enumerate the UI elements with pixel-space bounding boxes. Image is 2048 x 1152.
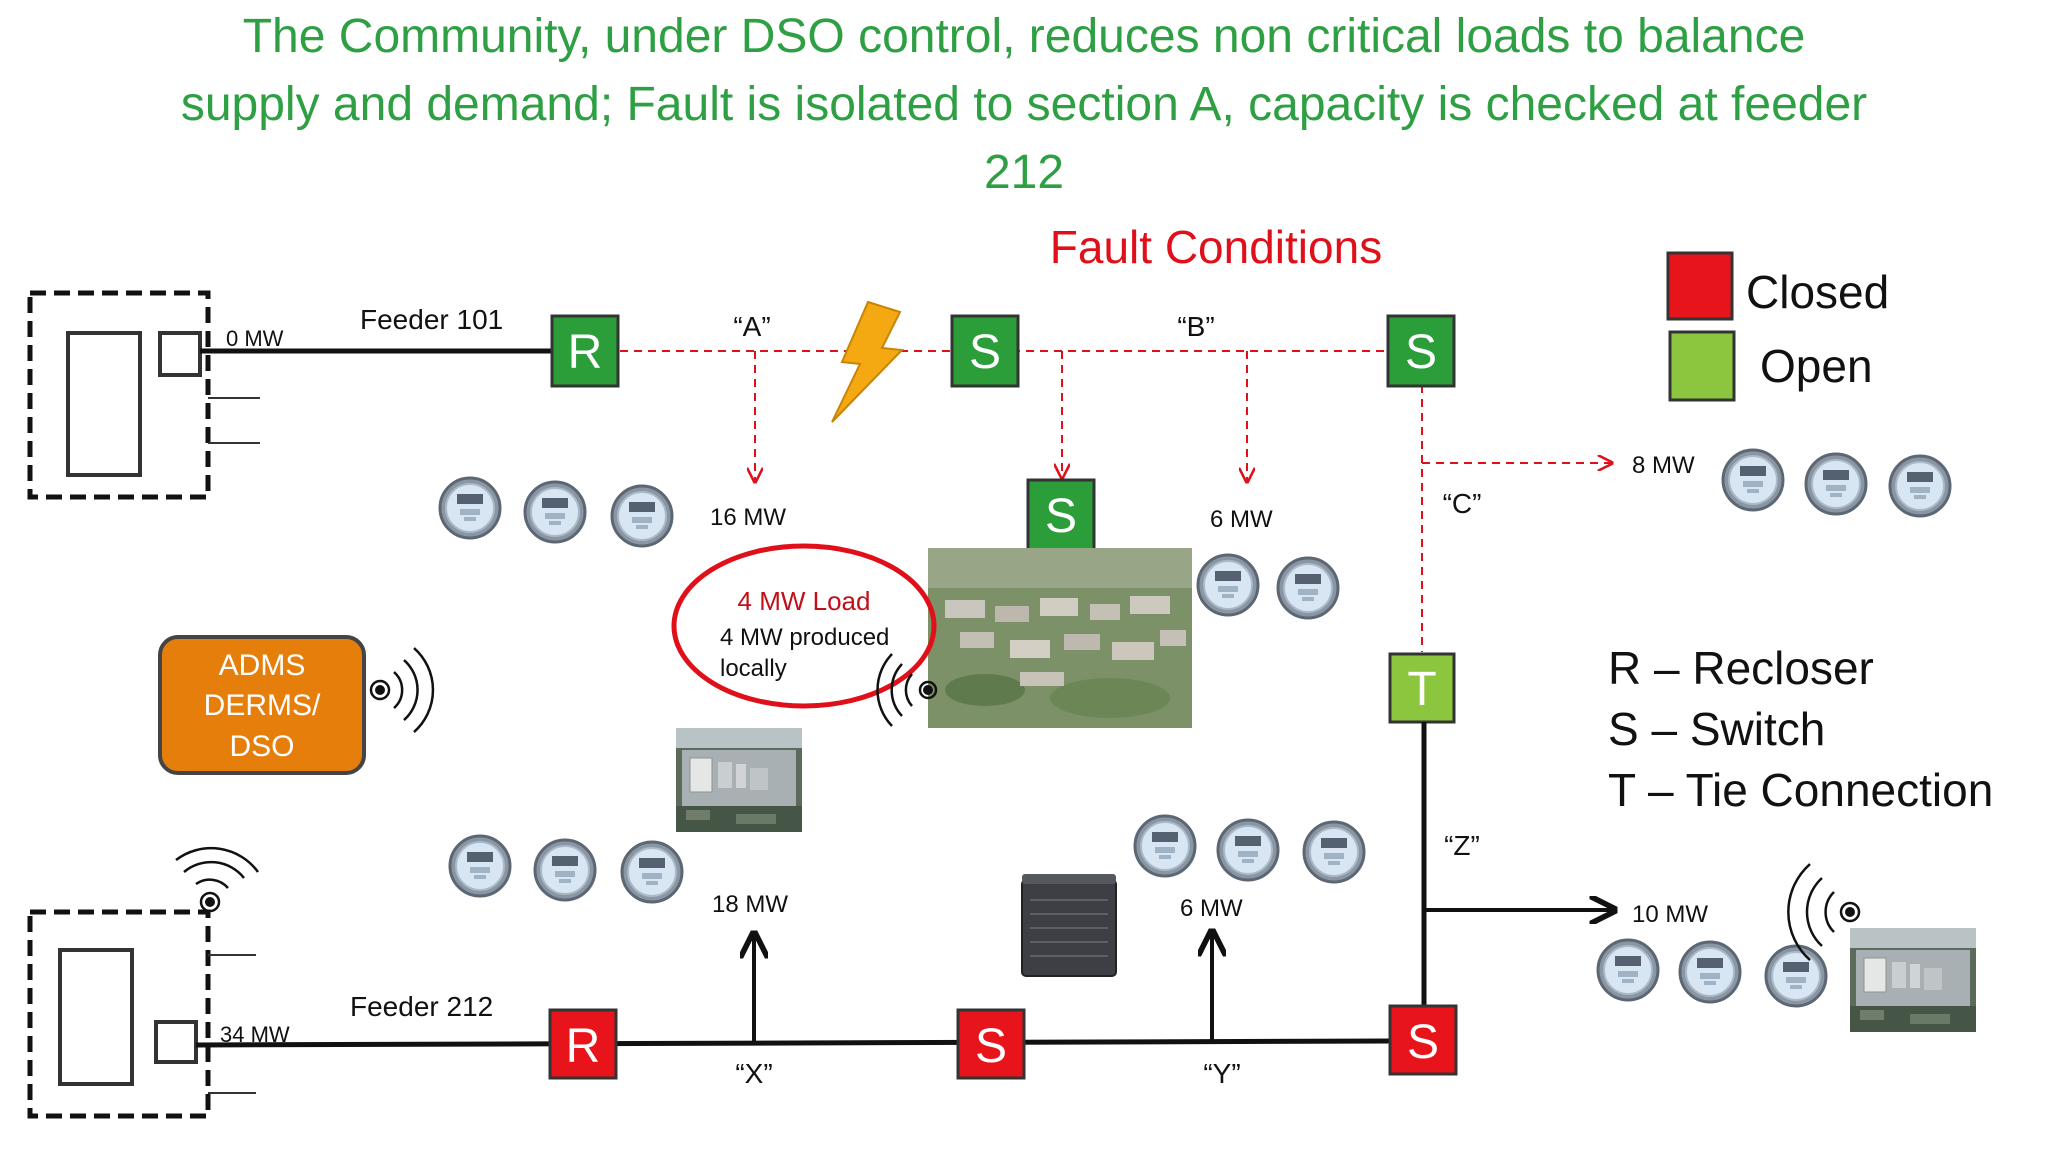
meter-icon	[1276, 556, 1340, 620]
title-line-3: 212	[984, 146, 1064, 199]
meter-icon	[438, 476, 502, 540]
load-b-mw: 6 MW	[1210, 506, 1273, 533]
recloser-bottom-label: R	[566, 1020, 601, 1073]
adms-derms-dso-box: ADMS DERMS/ DSO	[158, 635, 366, 775]
legend-closed-swatch	[1666, 251, 1734, 321]
section-c-label: “C”	[1443, 488, 1482, 519]
meter-icon	[533, 838, 597, 902]
meter-icon	[1888, 454, 1952, 518]
feeder-101-mw: 0 MW	[226, 326, 284, 351]
switch-bottom-mid-label: S	[975, 1020, 1007, 1073]
switch-community[interactable]: S	[1026, 478, 1096, 552]
community-produced-line-1: 4 MW produced	[720, 624, 889, 651]
tie-connection[interactable]: T	[1388, 652, 1456, 724]
community-aerial-image	[928, 548, 1192, 728]
load-z-mw: 10 MW	[1632, 901, 1708, 928]
switch-community-label: S	[1045, 490, 1077, 543]
adms-line-2: DERMS/	[204, 689, 321, 722]
community-produced-line-2: locally	[720, 655, 787, 682]
switch-bottom-right-label: S	[1407, 1016, 1439, 1069]
switch-top-mid[interactable]: S	[950, 314, 1020, 388]
ac-unit-icon	[1021, 874, 1117, 977]
meter-icon	[1216, 818, 1280, 882]
recloser-bottom[interactable]: R	[548, 1008, 618, 1080]
meter-icon	[1596, 938, 1660, 1002]
meter-icon	[1804, 452, 1868, 516]
meter-icon	[1721, 448, 1785, 512]
meter-icon	[1302, 820, 1366, 884]
wireless-right-icon	[1787, 863, 1861, 961]
load-a-mw: 16 MW	[710, 504, 786, 531]
recloser-top[interactable]: R	[550, 314, 620, 388]
switch-bottom-right[interactable]: S	[1388, 1004, 1458, 1076]
tie-connection-label: T	[1407, 663, 1436, 716]
wireless-adms-icon	[369, 647, 435, 733]
legend-open-swatch	[1668, 330, 1736, 402]
meter-icon	[620, 840, 684, 904]
community-load: 4 MW Load	[738, 586, 871, 616]
adms-line-3: DSO	[229, 730, 294, 763]
fault-lightning-icon	[831, 300, 905, 423]
legend-tie: T – Tie Connection	[1608, 764, 1993, 816]
switch-top-right-label: S	[1405, 326, 1437, 379]
wireless-substation-icon	[175, 846, 260, 913]
section-a-label: “A”	[733, 311, 770, 342]
feeder-101-name: Feeder 101	[360, 304, 503, 335]
section-z-label: “Z”	[1444, 830, 1480, 861]
title-line-2: supply and demand; Fault is isolated to …	[181, 78, 1867, 131]
adms-line-1: ADMS	[219, 649, 306, 682]
meter-icon	[1196, 553, 1260, 617]
wireless-community-icon	[876, 653, 938, 727]
substation-top	[27, 290, 260, 500]
load-x-mw: 18 MW	[712, 891, 788, 918]
legend-open-label: Open	[1760, 340, 1873, 392]
meter-icon	[1678, 940, 1742, 1004]
feeder-212-name: Feeder 212	[350, 991, 493, 1022]
section-y-label: “Y”	[1203, 1058, 1240, 1089]
legend-recloser: R – Recloser	[1608, 642, 1874, 694]
community-ellipse	[671, 543, 937, 709]
meter-icon	[523, 480, 587, 544]
switch-top-mid-label: S	[969, 326, 1001, 379]
solar-house-right-image	[1849, 927, 1977, 1033]
switch-top-right[interactable]: S	[1386, 314, 1456, 388]
title-line-1: The Community, under DSO control, reduce…	[243, 10, 1806, 63]
meter-icon	[1133, 814, 1197, 878]
meter-icon	[1764, 944, 1828, 1008]
feeder-212-line	[195, 1038, 1393, 1048]
load-c-mw: 8 MW	[1632, 452, 1695, 479]
recloser-top-label: R	[568, 326, 603, 379]
load-y-mw: 6 MW	[1180, 895, 1243, 922]
substation-bottom	[27, 909, 256, 1119]
section-x-label: “X”	[735, 1058, 772, 1089]
legend-closed-label: Closed	[1746, 266, 1889, 318]
fault-conditions-label: Fault Conditions	[1050, 221, 1382, 273]
section-b-label: “B”	[1177, 311, 1214, 342]
meter-icon	[448, 834, 512, 898]
switch-bottom-mid[interactable]: S	[956, 1008, 1026, 1080]
legend-switch: S – Switch	[1608, 703, 1825, 755]
meter-icon	[610, 484, 674, 548]
solar-house-image	[675, 727, 803, 833]
